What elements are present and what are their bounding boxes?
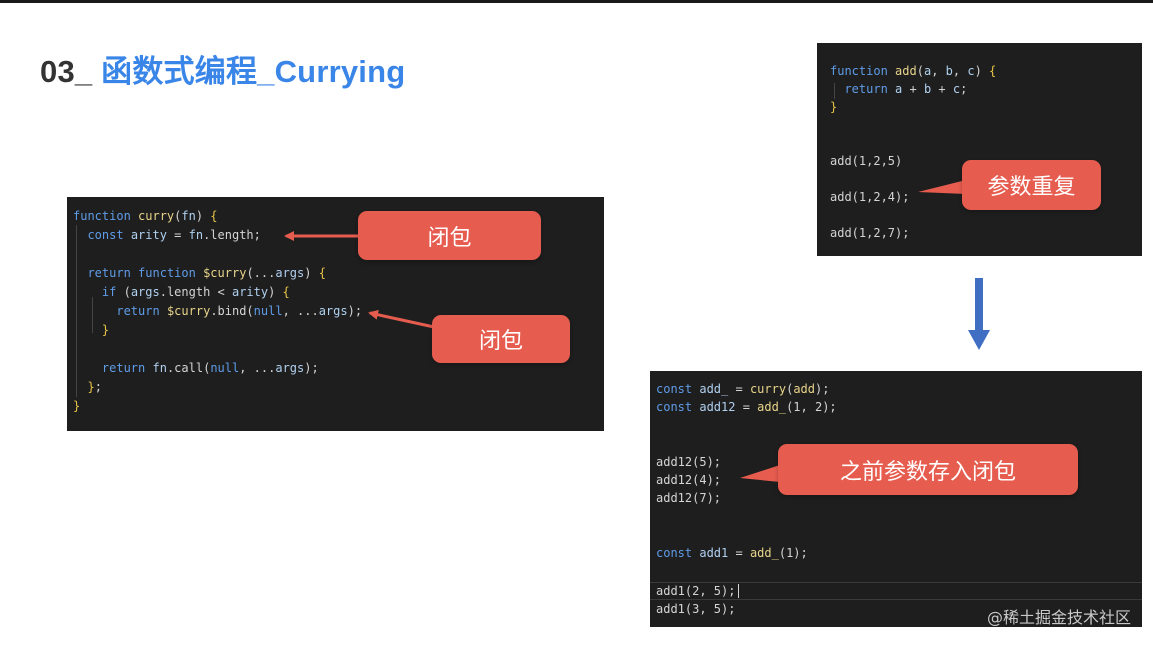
code-line: add(1,2,4); bbox=[830, 190, 910, 204]
code-line: add12(7); bbox=[656, 491, 722, 505]
code-line: add1(3, 5); bbox=[656, 602, 736, 616]
code-line: add(1,2,7); bbox=[830, 226, 910, 240]
add-code-block: function add(a, b, c) { return a + b + c… bbox=[817, 43, 1142, 256]
code-line: add12(4); bbox=[656, 473, 722, 487]
top-bar bbox=[0, 0, 1153, 3]
code-line: const add1 = add_(1); bbox=[656, 546, 808, 560]
callout-pointer-repeat bbox=[918, 180, 966, 194]
down-arrow-icon bbox=[968, 278, 990, 350]
watermark: @稀土掘金技术社区 bbox=[986, 608, 1131, 627]
code-line: return $curry.bind(null, ...args); bbox=[116, 304, 363, 318]
code-line: } bbox=[73, 399, 81, 413]
usage-code-block: const add_ = curry(add); const add12 = a… bbox=[650, 371, 1142, 627]
callout-pointer-stored bbox=[740, 465, 780, 482]
code-line: } bbox=[101, 323, 110, 337]
code-line: add(1,2,5) bbox=[830, 154, 903, 168]
code-line: function add(a, b, c) { bbox=[830, 64, 997, 78]
slide-title: 03_ 函数式编程_Currying bbox=[40, 46, 405, 91]
code-line: return a + b + c; bbox=[844, 82, 968, 96]
callout-closure-1: 闭包 bbox=[358, 211, 541, 260]
callout-arrow-2 bbox=[368, 309, 435, 329]
callout-stored-params: 之前参数存入闭包 bbox=[778, 444, 1078, 495]
text-cursor bbox=[738, 584, 739, 598]
code-line: add12(5); bbox=[656, 455, 722, 469]
title-number: 03_ bbox=[40, 54, 93, 89]
code-line: function curry(fn) { bbox=[73, 209, 218, 223]
code-line: return function $curry(...args) { bbox=[87, 266, 326, 280]
code-line: add1(2, 5); bbox=[656, 584, 736, 598]
callout-repeat-params: 参数重复 bbox=[962, 160, 1101, 210]
code-line: const add_ = curry(add); bbox=[656, 382, 830, 396]
callout-closure-2: 闭包 bbox=[432, 315, 570, 363]
code-line: } bbox=[830, 100, 838, 114]
code-line: const add12 = add_(1, 2); bbox=[656, 400, 837, 414]
code-line: }; bbox=[87, 380, 102, 394]
code-line: if (args.length < arity) { bbox=[101, 285, 290, 299]
code-line: return fn.call(null, ...args); bbox=[101, 361, 319, 375]
title-text: 函数式编程_Currying bbox=[101, 54, 406, 89]
code-line: const arity = fn.length; bbox=[87, 228, 261, 242]
